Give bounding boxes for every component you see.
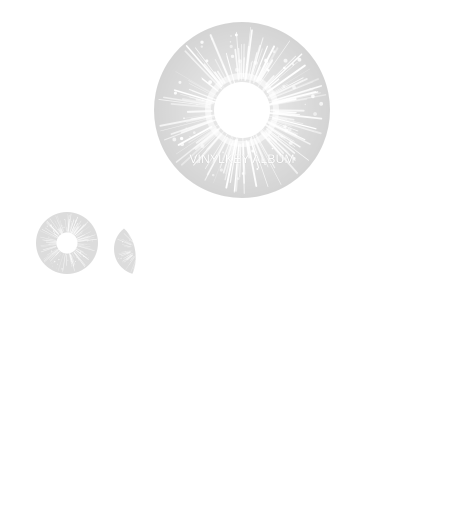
album-title: VINYLKEY ALBUM xyxy=(189,152,295,166)
thumbnail-artwork-partial xyxy=(114,223,136,275)
disc-artwork xyxy=(154,22,330,198)
thumbnail-artwork xyxy=(36,212,98,274)
album-disc[interactable]: VINYLKEY ALBUM xyxy=(154,22,330,198)
album-thumbnail[interactable] xyxy=(36,212,98,274)
album-thumbnail-partial[interactable] xyxy=(114,223,140,275)
